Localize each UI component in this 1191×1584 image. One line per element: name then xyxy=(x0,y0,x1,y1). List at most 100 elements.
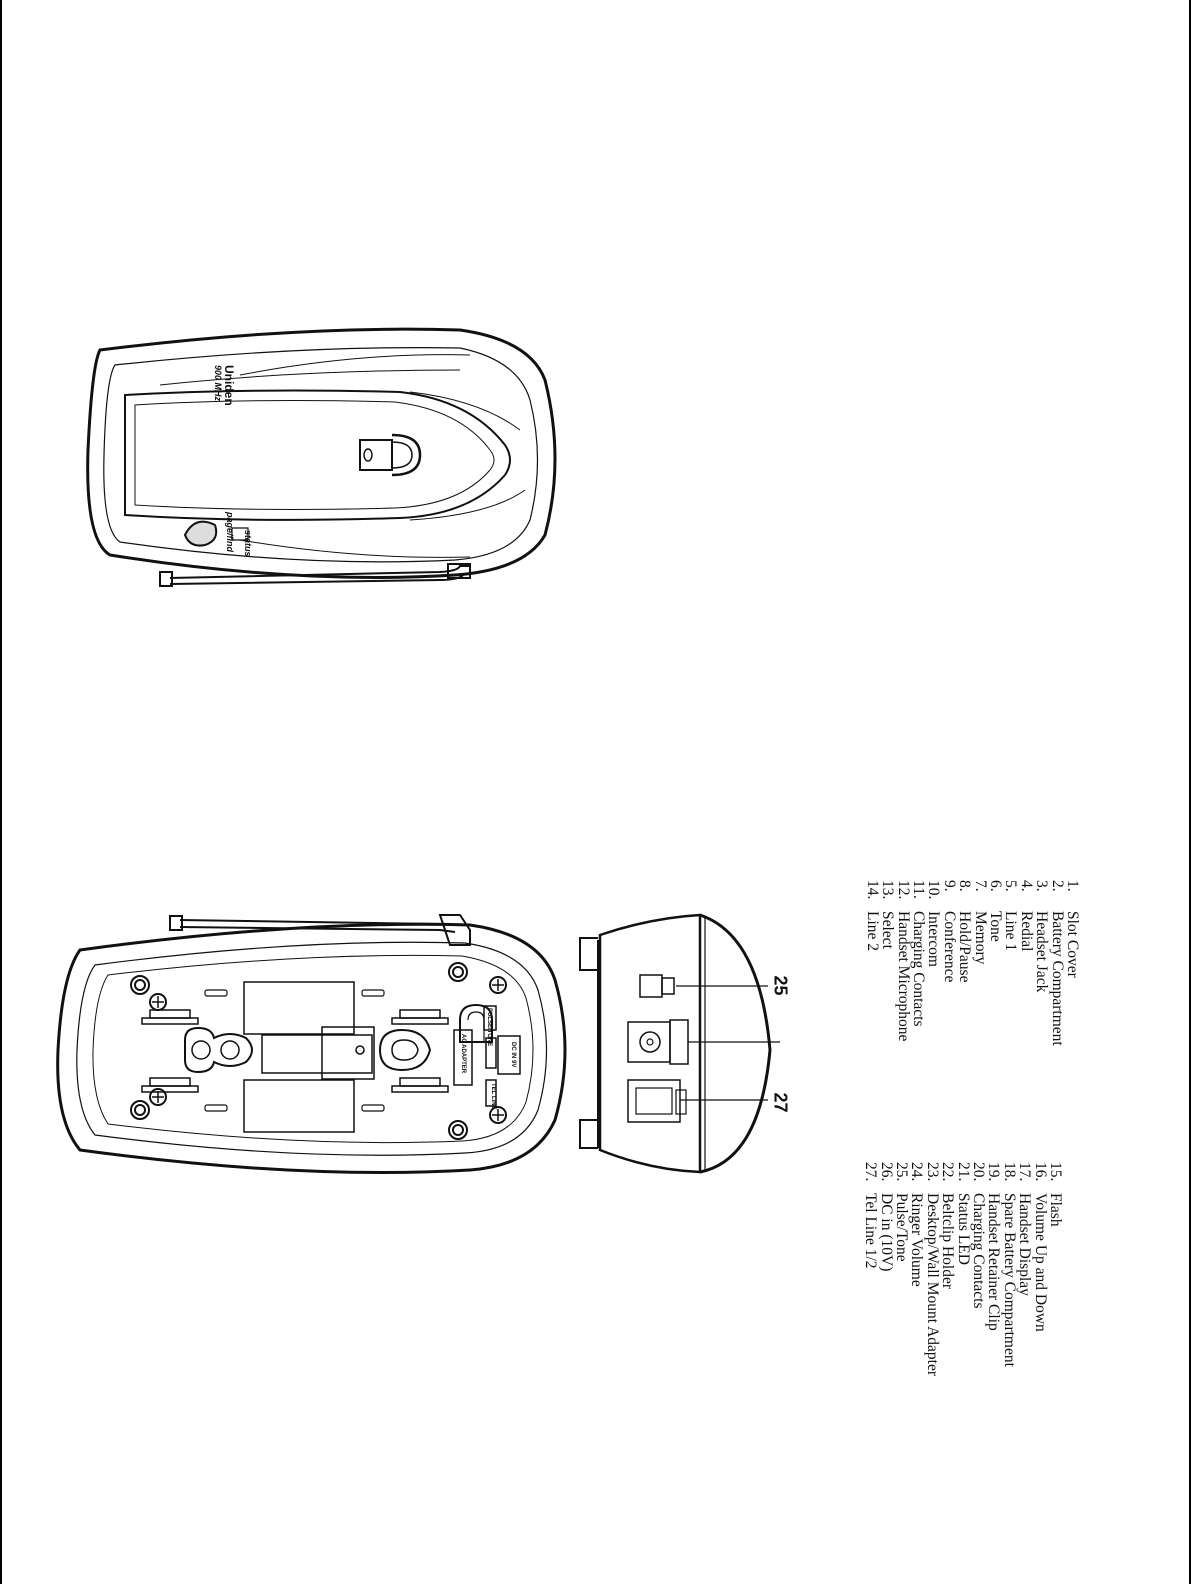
part-number: 13. xyxy=(879,880,897,900)
part-number: 14. xyxy=(863,880,881,900)
page-edge-left xyxy=(0,0,2,1584)
base-top-view xyxy=(86,327,557,587)
part-label: Volume Up and Down xyxy=(1031,1193,1049,1332)
base-bottom-view xyxy=(56,914,567,1174)
parts-list-item: 17. Handset Display xyxy=(1016,1162,1034,1376)
part-label: Spare Battery Compartment xyxy=(1000,1193,1018,1367)
part-label: Handset Retainer Clip xyxy=(985,1193,1003,1331)
brand-model: 900 MHz xyxy=(213,365,223,402)
part-number: 20. xyxy=(969,1162,987,1182)
part-label: Flash xyxy=(1047,1193,1064,1227)
parts-list-item: 4. Redial xyxy=(1017,880,1035,1046)
tel-line-label: TEL LINE xyxy=(490,1083,496,1110)
part-number: 16. xyxy=(1031,1162,1049,1182)
part-label: Headset Jack xyxy=(1033,911,1051,993)
part-number: 12. xyxy=(894,880,912,900)
part-label: Desktop/Wall Mount Adapter xyxy=(923,1193,941,1377)
ac-adapter-label: AC ADAPTER xyxy=(460,1034,466,1074)
part-number: 9. xyxy=(940,880,958,892)
parts-list-item: 13. Select xyxy=(879,880,897,1046)
part-number: 2. xyxy=(1048,880,1066,892)
part-number: 7. xyxy=(971,880,989,892)
part-number: 11. xyxy=(909,880,927,899)
part-label: Line 2 xyxy=(863,911,881,952)
parts-list-item: 7. Memory xyxy=(971,880,989,1046)
parts-list-item: 11. Charging Contacts xyxy=(909,880,927,1046)
part-number: 23. xyxy=(923,1162,941,1182)
brand-logo: Uniden 900 MHz xyxy=(213,365,236,406)
parts-list-item: 22.Beltclip Holder xyxy=(939,1162,957,1376)
part-label: Battery Compartment xyxy=(1048,911,1066,1046)
parts-list-item: 12. Handset Microphone xyxy=(894,880,912,1046)
parts-list-item: 14. Line 2 xyxy=(863,880,881,1046)
parts-list-item: 1. Slot Cover xyxy=(1064,880,1081,1046)
parts-list-item: 19. Handset Retainer Clip xyxy=(985,1162,1003,1376)
parts-list-1: 1. Slot Cover 2. Battery Compartment 3. Heads… xyxy=(863,880,1081,1046)
part-label: Redial xyxy=(1017,911,1035,952)
part-number: 21. xyxy=(954,1162,972,1182)
part-number: 18. xyxy=(1000,1162,1018,1182)
part-number: 3. xyxy=(1033,880,1051,892)
part-label: Intercom xyxy=(925,911,943,967)
parts-list-item: 21. Status LED xyxy=(954,1162,972,1376)
part-number: 5. xyxy=(1002,880,1020,892)
page-edge-right xyxy=(1189,0,1191,1584)
part-label: Status LED xyxy=(954,1193,972,1265)
brand-name: Uniden xyxy=(222,365,236,406)
parts-list-item: 18. Spare Battery Compartment xyxy=(1000,1162,1018,1376)
part-number: 19. xyxy=(985,1162,1003,1182)
parts-list-item: 9. Conference xyxy=(940,880,958,1046)
parts-list-item: 6. Tone xyxy=(986,880,1004,1046)
parts-list-item: 25. Pulse/Tone xyxy=(892,1162,910,1376)
part-label: Select xyxy=(879,911,897,949)
dc-in-label: DC IN 9V xyxy=(510,1042,516,1067)
part-number: 1. xyxy=(1064,880,1081,892)
part-number: 22. xyxy=(939,1162,957,1182)
part-label: Memory xyxy=(971,911,989,965)
part-label: Pulse/Tone xyxy=(892,1193,910,1262)
part-label: Ringer Volume xyxy=(908,1193,926,1287)
part-number: 10. xyxy=(925,880,943,900)
part-number: 25. xyxy=(892,1162,910,1182)
part-number: 27. xyxy=(862,1162,880,1182)
parts-list-item: 5. Line 1 xyxy=(1002,880,1020,1046)
part-number: 4. xyxy=(1017,880,1035,892)
parts-list-item: 23. Desktop/Wall Mount Adapter xyxy=(923,1162,941,1377)
parts-list-item: 16. Volume Up and Down xyxy=(1031,1162,1049,1376)
parts-list-item: 2. Battery Compartment xyxy=(1048,880,1066,1046)
parts-list-item: 8. Hold/Pause xyxy=(956,880,974,1046)
callout-27: 27 xyxy=(770,1092,791,1113)
parts-list-item: 27. Tel Line 1/2 xyxy=(862,1162,880,1376)
part-number: 15. xyxy=(1047,1162,1064,1182)
part-label: Slot Cover xyxy=(1064,911,1081,978)
pulse-tone-label: PULSE/TONE xyxy=(486,1008,492,1046)
parts-list-item: 20. Charging Contacts xyxy=(969,1162,987,1376)
base-rear-view xyxy=(579,913,780,1174)
part-label: Tone xyxy=(986,911,1004,942)
part-label: Tel Line 1/2 xyxy=(862,1193,880,1269)
part-number: 24. xyxy=(908,1162,926,1182)
part-number: 17. xyxy=(1016,1162,1034,1182)
part-label: Hold/Pause xyxy=(956,911,974,983)
parts-list-item: 3. Headset Jack xyxy=(1033,880,1051,1046)
part-label: Line 1 xyxy=(1002,911,1020,952)
part-number: 26. xyxy=(877,1162,895,1182)
part-label: Handset Display xyxy=(1016,1193,1034,1296)
part-number: 8. xyxy=(956,880,974,892)
parts-list-item: 15. Flash xyxy=(1047,1162,1064,1376)
part-label: Handset Microphone xyxy=(894,911,912,1042)
parts-list-item: 26. DC in (10V) xyxy=(877,1162,895,1376)
status-label: status xyxy=(243,530,253,557)
parts-list-2: 15. Flash 16. Volume Up and Down 17. Handset … xyxy=(862,1162,1064,1377)
parts-list-item: 10. Intercom xyxy=(925,880,943,1046)
part-label: Conference xyxy=(940,911,958,983)
page-find-label: page/find xyxy=(225,511,235,553)
part-label: DC in (10V) xyxy=(877,1193,895,1272)
part-label: Charging Contacts xyxy=(969,1193,987,1309)
part-label: Charging Contacts xyxy=(909,911,927,1027)
part-number: 6. xyxy=(986,880,1004,892)
parts-list-item: 24. Ringer Volume xyxy=(908,1162,926,1376)
callout-25: 25 xyxy=(770,975,791,996)
status-labels: status page/find xyxy=(225,511,253,557)
